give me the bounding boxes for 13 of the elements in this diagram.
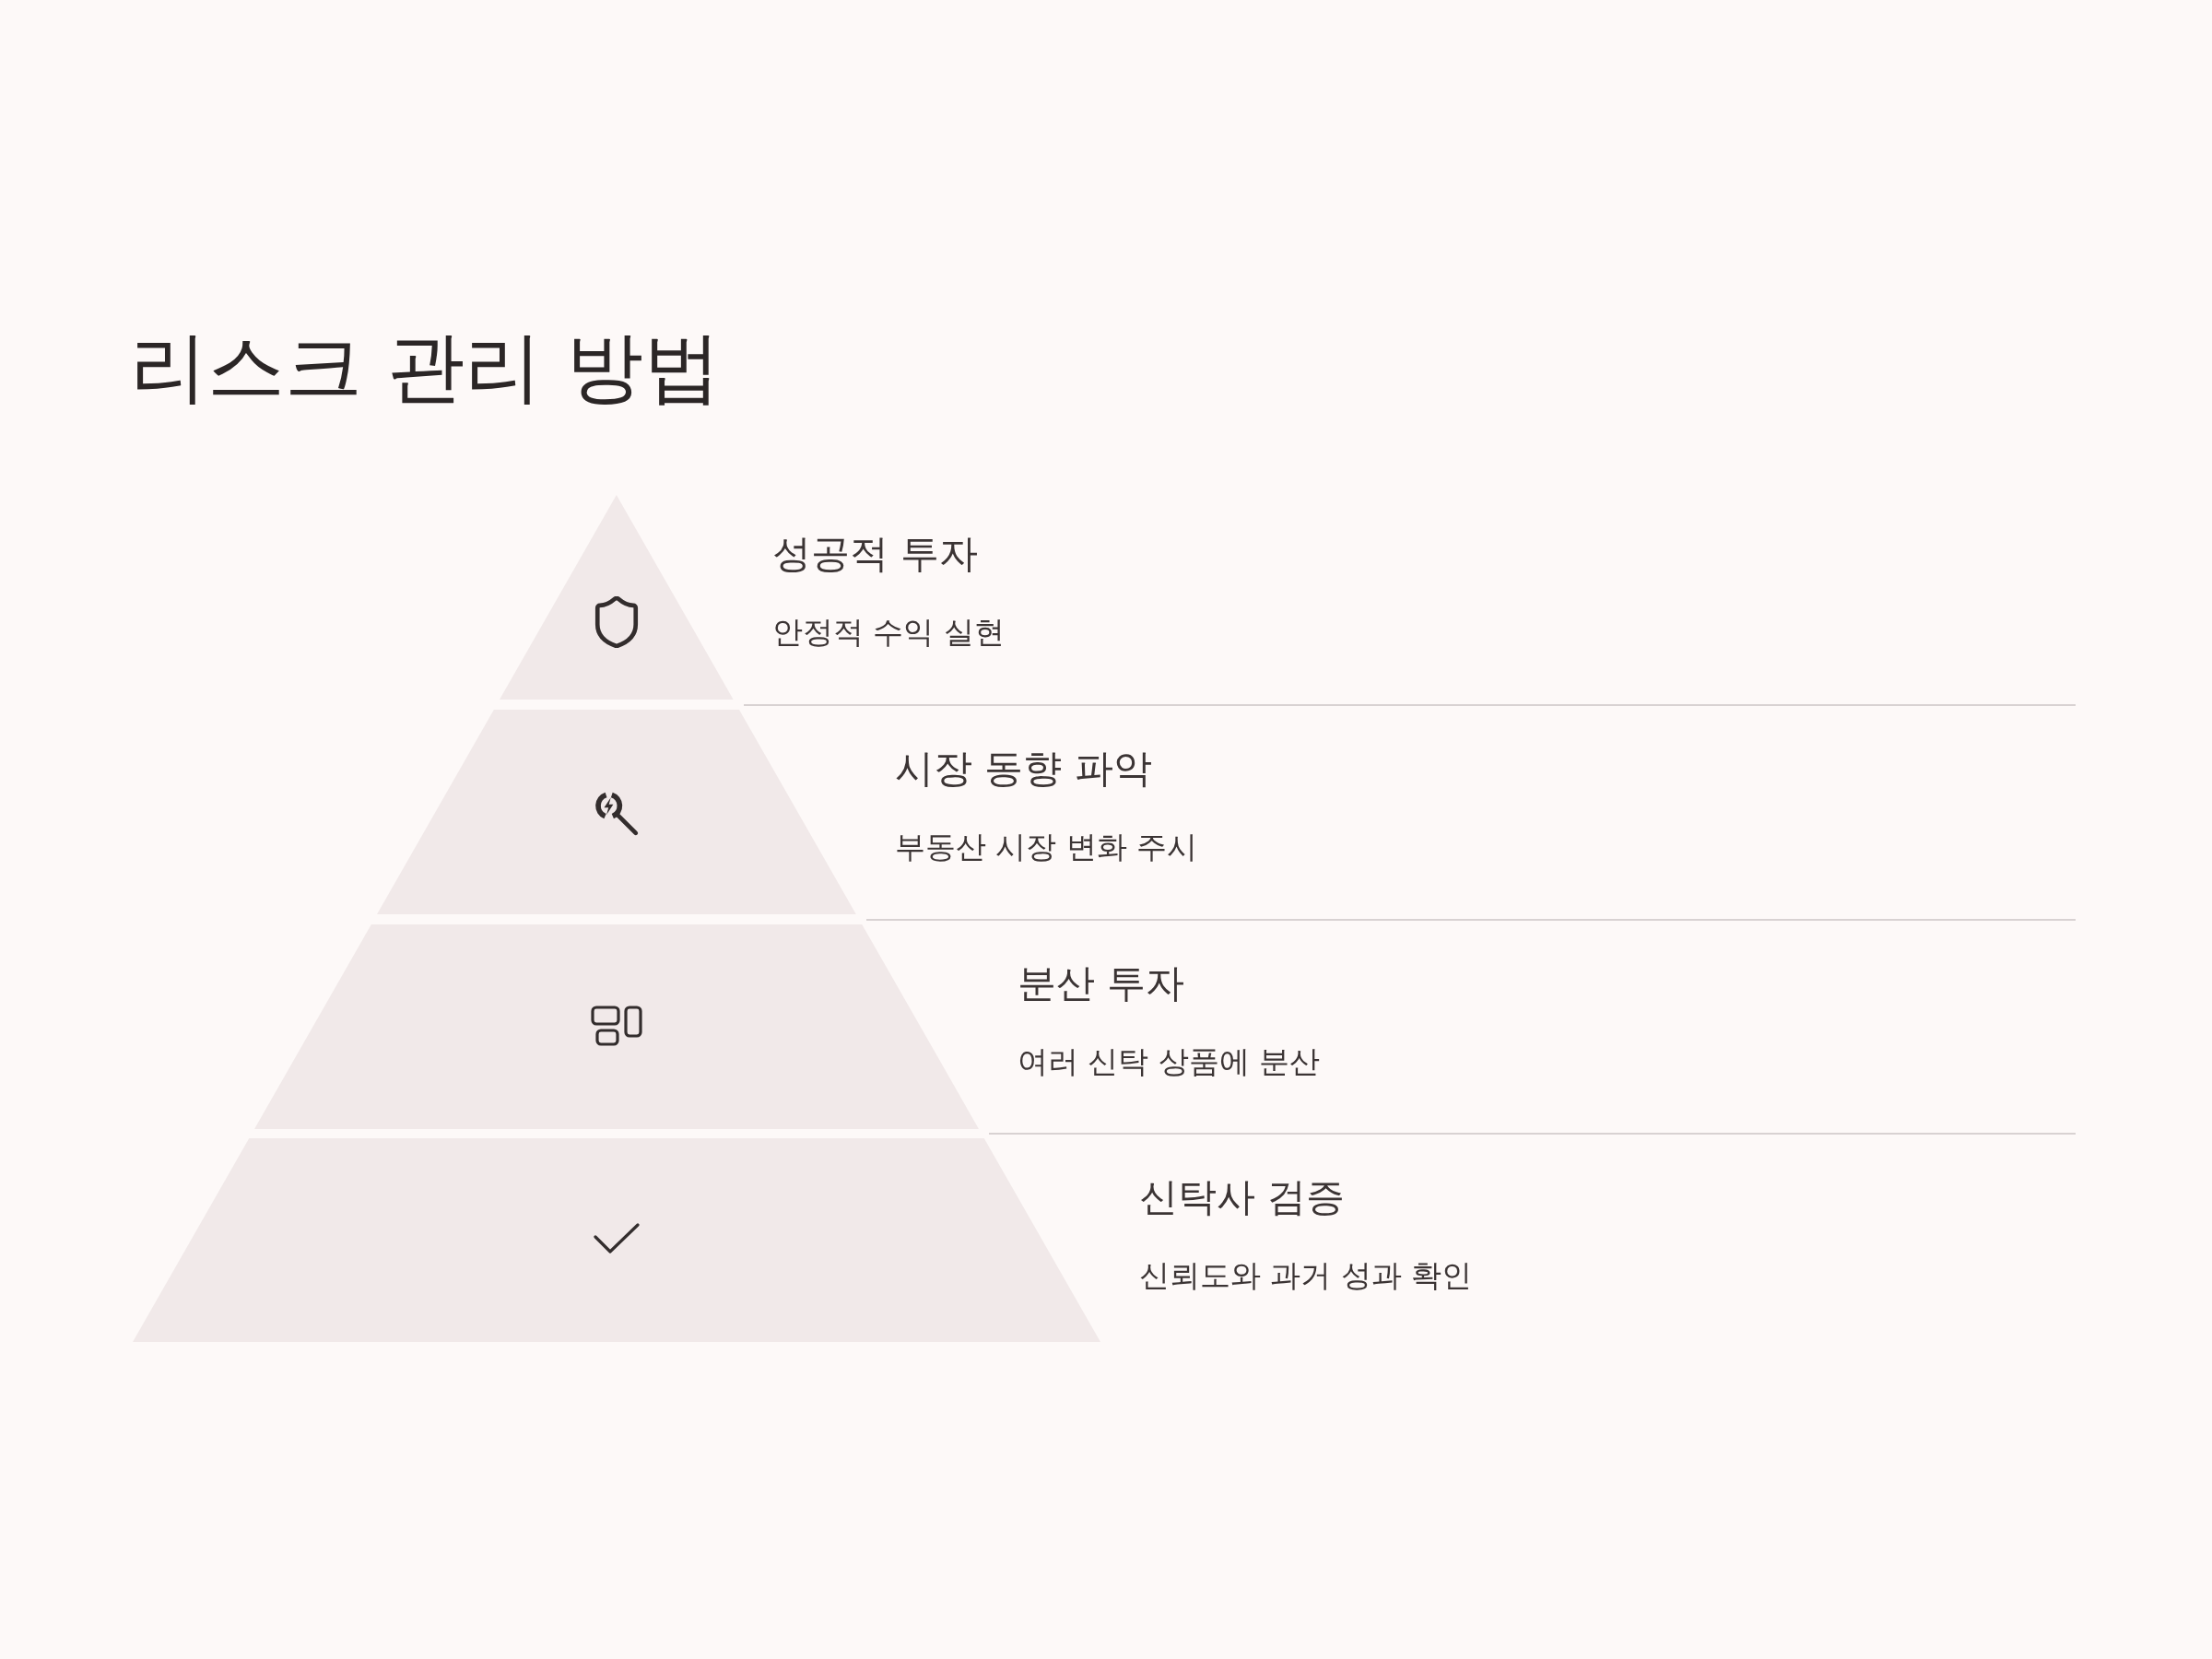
tier-heading: 시장 동향 파악: [895, 745, 1152, 793]
tier-description: 여러 신탁 상품에 분산: [1018, 1043, 1321, 1080]
pyramid-tier: [253, 924, 979, 1129]
tier-heading: 성공적 투자: [772, 530, 979, 578]
pyramid-tier: [133, 1138, 1100, 1342]
pyramid-top: [500, 495, 734, 700]
pyramid-tier: [377, 710, 856, 914]
tier-heading: 분산 투자: [1018, 959, 1185, 1007]
tier-description: 부동산 시장 변화 주시: [895, 829, 1198, 865]
tier-description: 안정적 수익 실현: [772, 614, 1005, 651]
tier-description: 신뢰도와 과거 성과 확인: [1139, 1257, 1473, 1294]
tier-heading: 신탁사 검증: [1139, 1173, 1346, 1221]
title: 리스크 관리 방법: [130, 321, 722, 414]
